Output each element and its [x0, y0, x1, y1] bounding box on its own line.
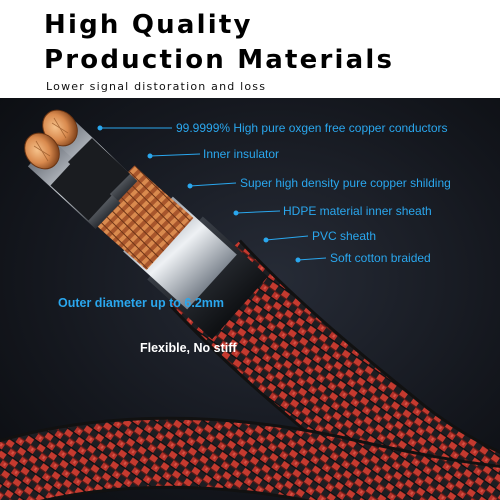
subtitle: Lower signal distoration and loss	[46, 80, 267, 93]
insulator-sleeve-upper	[67, 137, 131, 199]
header: High Quality Production Materials Lower …	[0, 0, 500, 100]
callout-shielding: Super high density pure copper shilding	[240, 176, 451, 190]
callout-pvc-sheath: PVC sheath	[312, 229, 377, 243]
cable-illustration: 99.9999% High pure oxgen free copper con…	[0, 98, 500, 500]
callout-copper-conductors: 99.9999% High pure oxgen free copper con…	[176, 121, 448, 135]
callout-leaders	[97, 125, 327, 263]
callout-inner-insulator: Inner insulator	[203, 147, 280, 161]
braided-cable-lower-weave	[0, 419, 500, 500]
insulator-sleeve-lower	[50, 160, 112, 221]
title-line-1: High Quality	[44, 10, 253, 40]
callout-flexible: Flexible, No stiff	[140, 341, 237, 355]
copper-strands	[33, 117, 69, 162]
cable-drawing	[0, 98, 500, 500]
callout-outer-diameter: Outer diameter up to 6.2mm	[58, 296, 225, 310]
callout-hdpe-sheath: HDPE material inner sheath	[283, 204, 432, 218]
callout-cotton-braided: Soft cotton braided	[330, 251, 431, 265]
title-line-2: Production Materials	[44, 45, 395, 75]
